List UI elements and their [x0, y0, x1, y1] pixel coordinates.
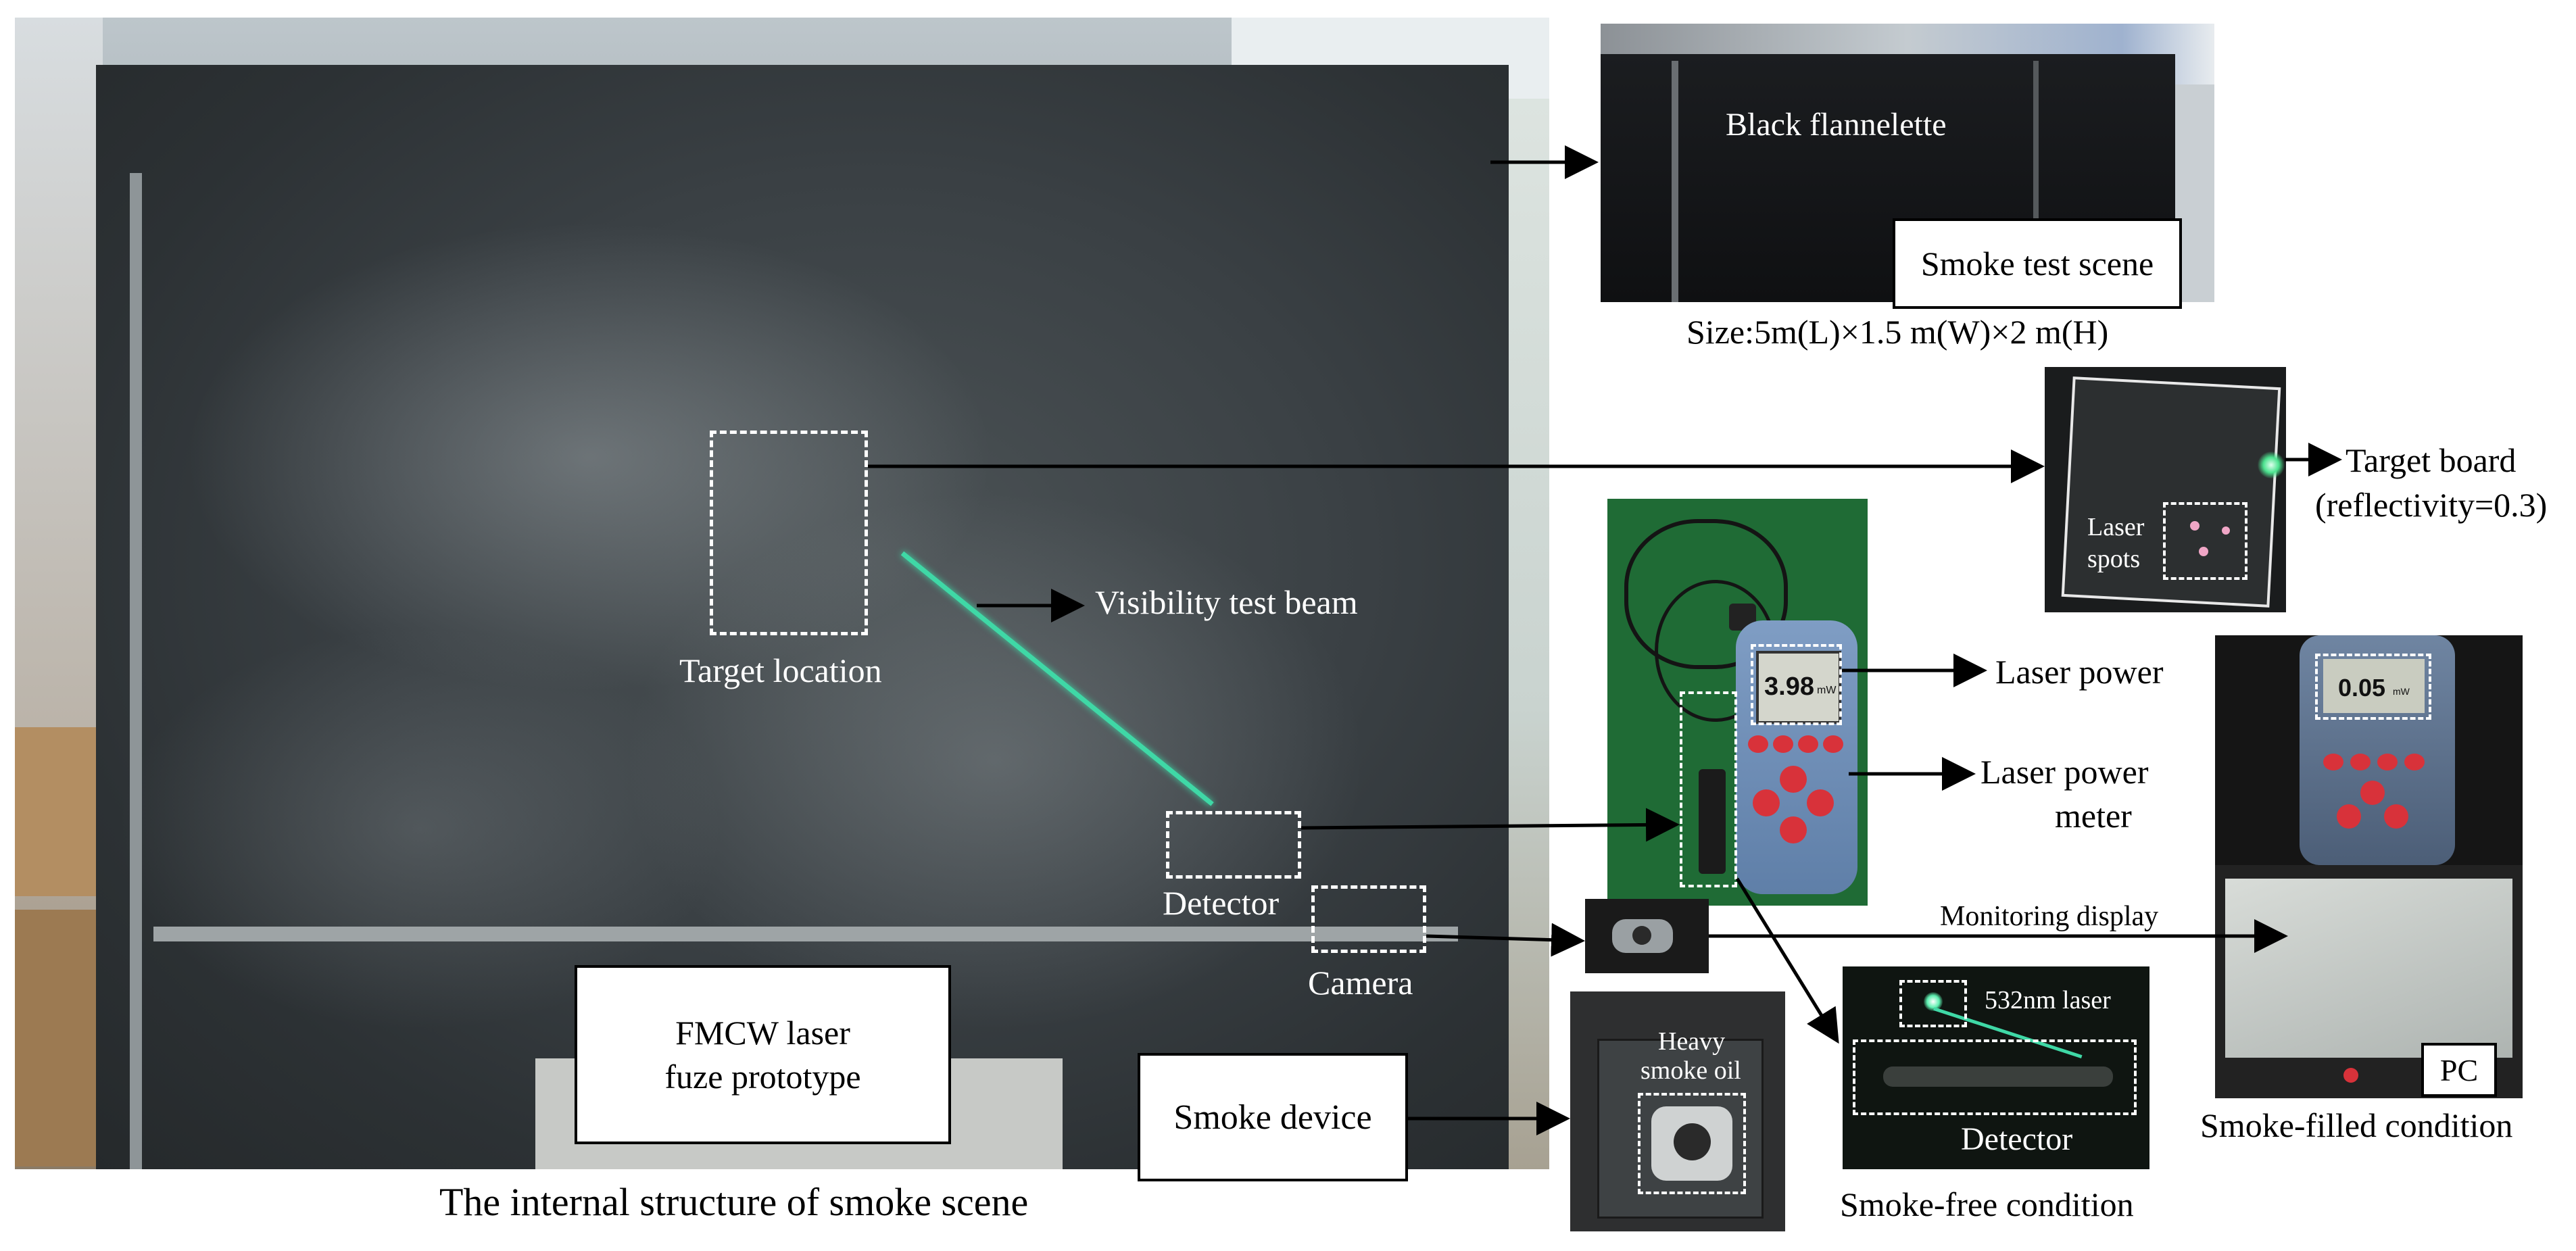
cardboard-box — [15, 727, 96, 896]
cardboard-box — [15, 910, 110, 1167]
fmcw-prototype-label-1: FMCW laser — [675, 1013, 850, 1052]
smoke-oil-label-2: smoke oil — [1641, 1056, 1741, 1085]
camera-photo — [1585, 899, 1709, 973]
laser-power-label: Laser power — [1995, 653, 2164, 691]
fmcw-prototype-label-2: fuze prototype — [664, 1057, 861, 1096]
frame-rail-vertical — [130, 173, 142, 1169]
pc-label: PC — [2439, 1052, 2479, 1087]
detector-label-smoke-free: Detector — [1961, 1121, 2073, 1157]
camera-lens — [1632, 926, 1651, 945]
laser-box — [1899, 980, 1967, 1027]
smoke-free-photo: 532nm laser Detector — [1843, 966, 2149, 1169]
target-board-label: Target board — [2346, 441, 2517, 479]
screen-box — [1751, 644, 1842, 725]
laser-spot — [2222, 526, 2230, 535]
smoke-test-scene-label: Smoke test scene — [1920, 245, 2154, 283]
pc-monitor-screen — [2225, 879, 2512, 1058]
smoke-oil-box — [1638, 1093, 1746, 1194]
smoke-haze — [184, 220, 995, 693]
target-board-photo: Laser spots — [2045, 367, 2286, 612]
power-unit: mW — [1817, 685, 1837, 696]
arrow-probe — [1735, 877, 1839, 1044]
camera-box — [1311, 885, 1426, 953]
smoke-free-caption: Smoke-free condition — [1840, 1185, 2134, 1223]
detector-probe — [1699, 769, 1726, 874]
laser-spots-label-2: spots — [2087, 545, 2141, 573]
detector-box — [1166, 811, 1301, 879]
laser-spots-box — [2163, 502, 2247, 580]
laser-glow — [2258, 451, 2285, 479]
size-caption: Size:5m(L)×1.5 m(W)×2 m(H) — [1686, 313, 2109, 351]
target-location-box — [710, 431, 868, 635]
power-meter-screen: 3.98 mW — [1756, 651, 1841, 724]
smoke-haze — [116, 626, 725, 1031]
power-meter-photo: 3.98 mW — [1607, 499, 1868, 906]
target-location-label: Target location — [679, 652, 882, 689]
meter-screen-in-smoke: 0.05 mW — [2323, 659, 2425, 713]
laser-power-meter-label-2: meter — [2055, 797, 2132, 835]
target-board-reflectivity: (reflectivity=0.3) — [2315, 486, 2548, 524]
frame-post — [2033, 61, 2039, 302]
laser-spot — [2190, 521, 2200, 531]
main-scene-photo — [15, 18, 1549, 1169]
visibility-beam-label: Visibility test beam — [1095, 583, 1358, 621]
meter-keypad-in-smoke — [2323, 754, 2431, 862]
smoke-filled-caption: Smoke-filled condition — [2200, 1106, 2513, 1144]
black-flannelette-label: Black flannelette — [1726, 107, 1947, 143]
smoke-device-box: Smoke device — [1138, 1053, 1408, 1181]
detector-in-smoke-free — [1883, 1066, 2113, 1087]
smoke-oil-label-1: Heavy — [1658, 1027, 1726, 1056]
power-meter-keypad — [1743, 732, 1851, 867]
monitoring-display-label: Monitoring display — [1940, 901, 2159, 932]
frame-rail-horizontal — [153, 927, 1458, 941]
laser-spots-label-1: Laser — [2087, 513, 2145, 541]
camera-label: Camera — [1308, 964, 1413, 1002]
smoke-filled-unit: mW — [2393, 686, 2410, 697]
smoke-test-scene-box: Smoke test scene — [1893, 218, 2182, 309]
detector-box-smoke-free — [1853, 1039, 2137, 1115]
detector-probe-box — [1680, 691, 1737, 887]
laser-point — [1924, 992, 1943, 1011]
fmcw-prototype-box: FMCW laser fuze prototype — [575, 965, 951, 1144]
smoke-oil-photo: Heavy smoke oil — [1570, 991, 1785, 1231]
laser-label: 532nm laser — [1985, 986, 2111, 1014]
reading-box — [2315, 654, 2431, 720]
detector-label: Detector — [1163, 884, 1280, 922]
smoke-filled-reading: 0.05 — [2338, 674, 2386, 702]
smoke-filled-photo: 0.05 mW — [2215, 635, 2523, 1098]
smoke-device-label: Smoke device — [1173, 1098, 1372, 1137]
power-reading: 3.98 — [1764, 672, 1814, 701]
arrow-camera — [1426, 923, 1585, 957]
laser-power-meter-label-1: Laser power — [1980, 753, 2149, 791]
pc-record-dot — [2343, 1068, 2358, 1083]
arrow-detector — [1301, 808, 1680, 842]
laser-spot — [2199, 547, 2208, 556]
pc-box: PC — [2421, 1043, 2497, 1097]
frame-post — [1672, 61, 1678, 302]
smoke-oil-cap — [1674, 1123, 1711, 1160]
main-scene-caption: The internal structure of smoke scene — [439, 1180, 1029, 1224]
